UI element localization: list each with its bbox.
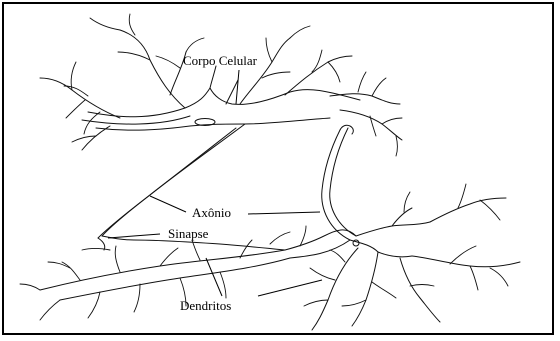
lower-nucleus <box>353 240 359 246</box>
synapse-label: Sinapse <box>168 226 209 241</box>
lower-neuron <box>304 125 520 330</box>
upper-neuron <box>40 14 402 156</box>
synapse-pointer <box>108 234 160 238</box>
axon-pointer-right <box>248 212 320 214</box>
dendrites-pointer-left <box>206 258 222 296</box>
axon-shape <box>98 124 245 238</box>
axon-pointer-left <box>150 196 186 212</box>
cell-body-label: Corpo Celular <box>183 53 258 68</box>
dendrites-pointer-right <box>258 280 322 296</box>
axon-label: Axônio <box>192 205 231 220</box>
cell-body-pointer <box>236 70 239 104</box>
dendrites-label: Dendritos <box>180 298 231 313</box>
label-pointers <box>108 70 322 296</box>
